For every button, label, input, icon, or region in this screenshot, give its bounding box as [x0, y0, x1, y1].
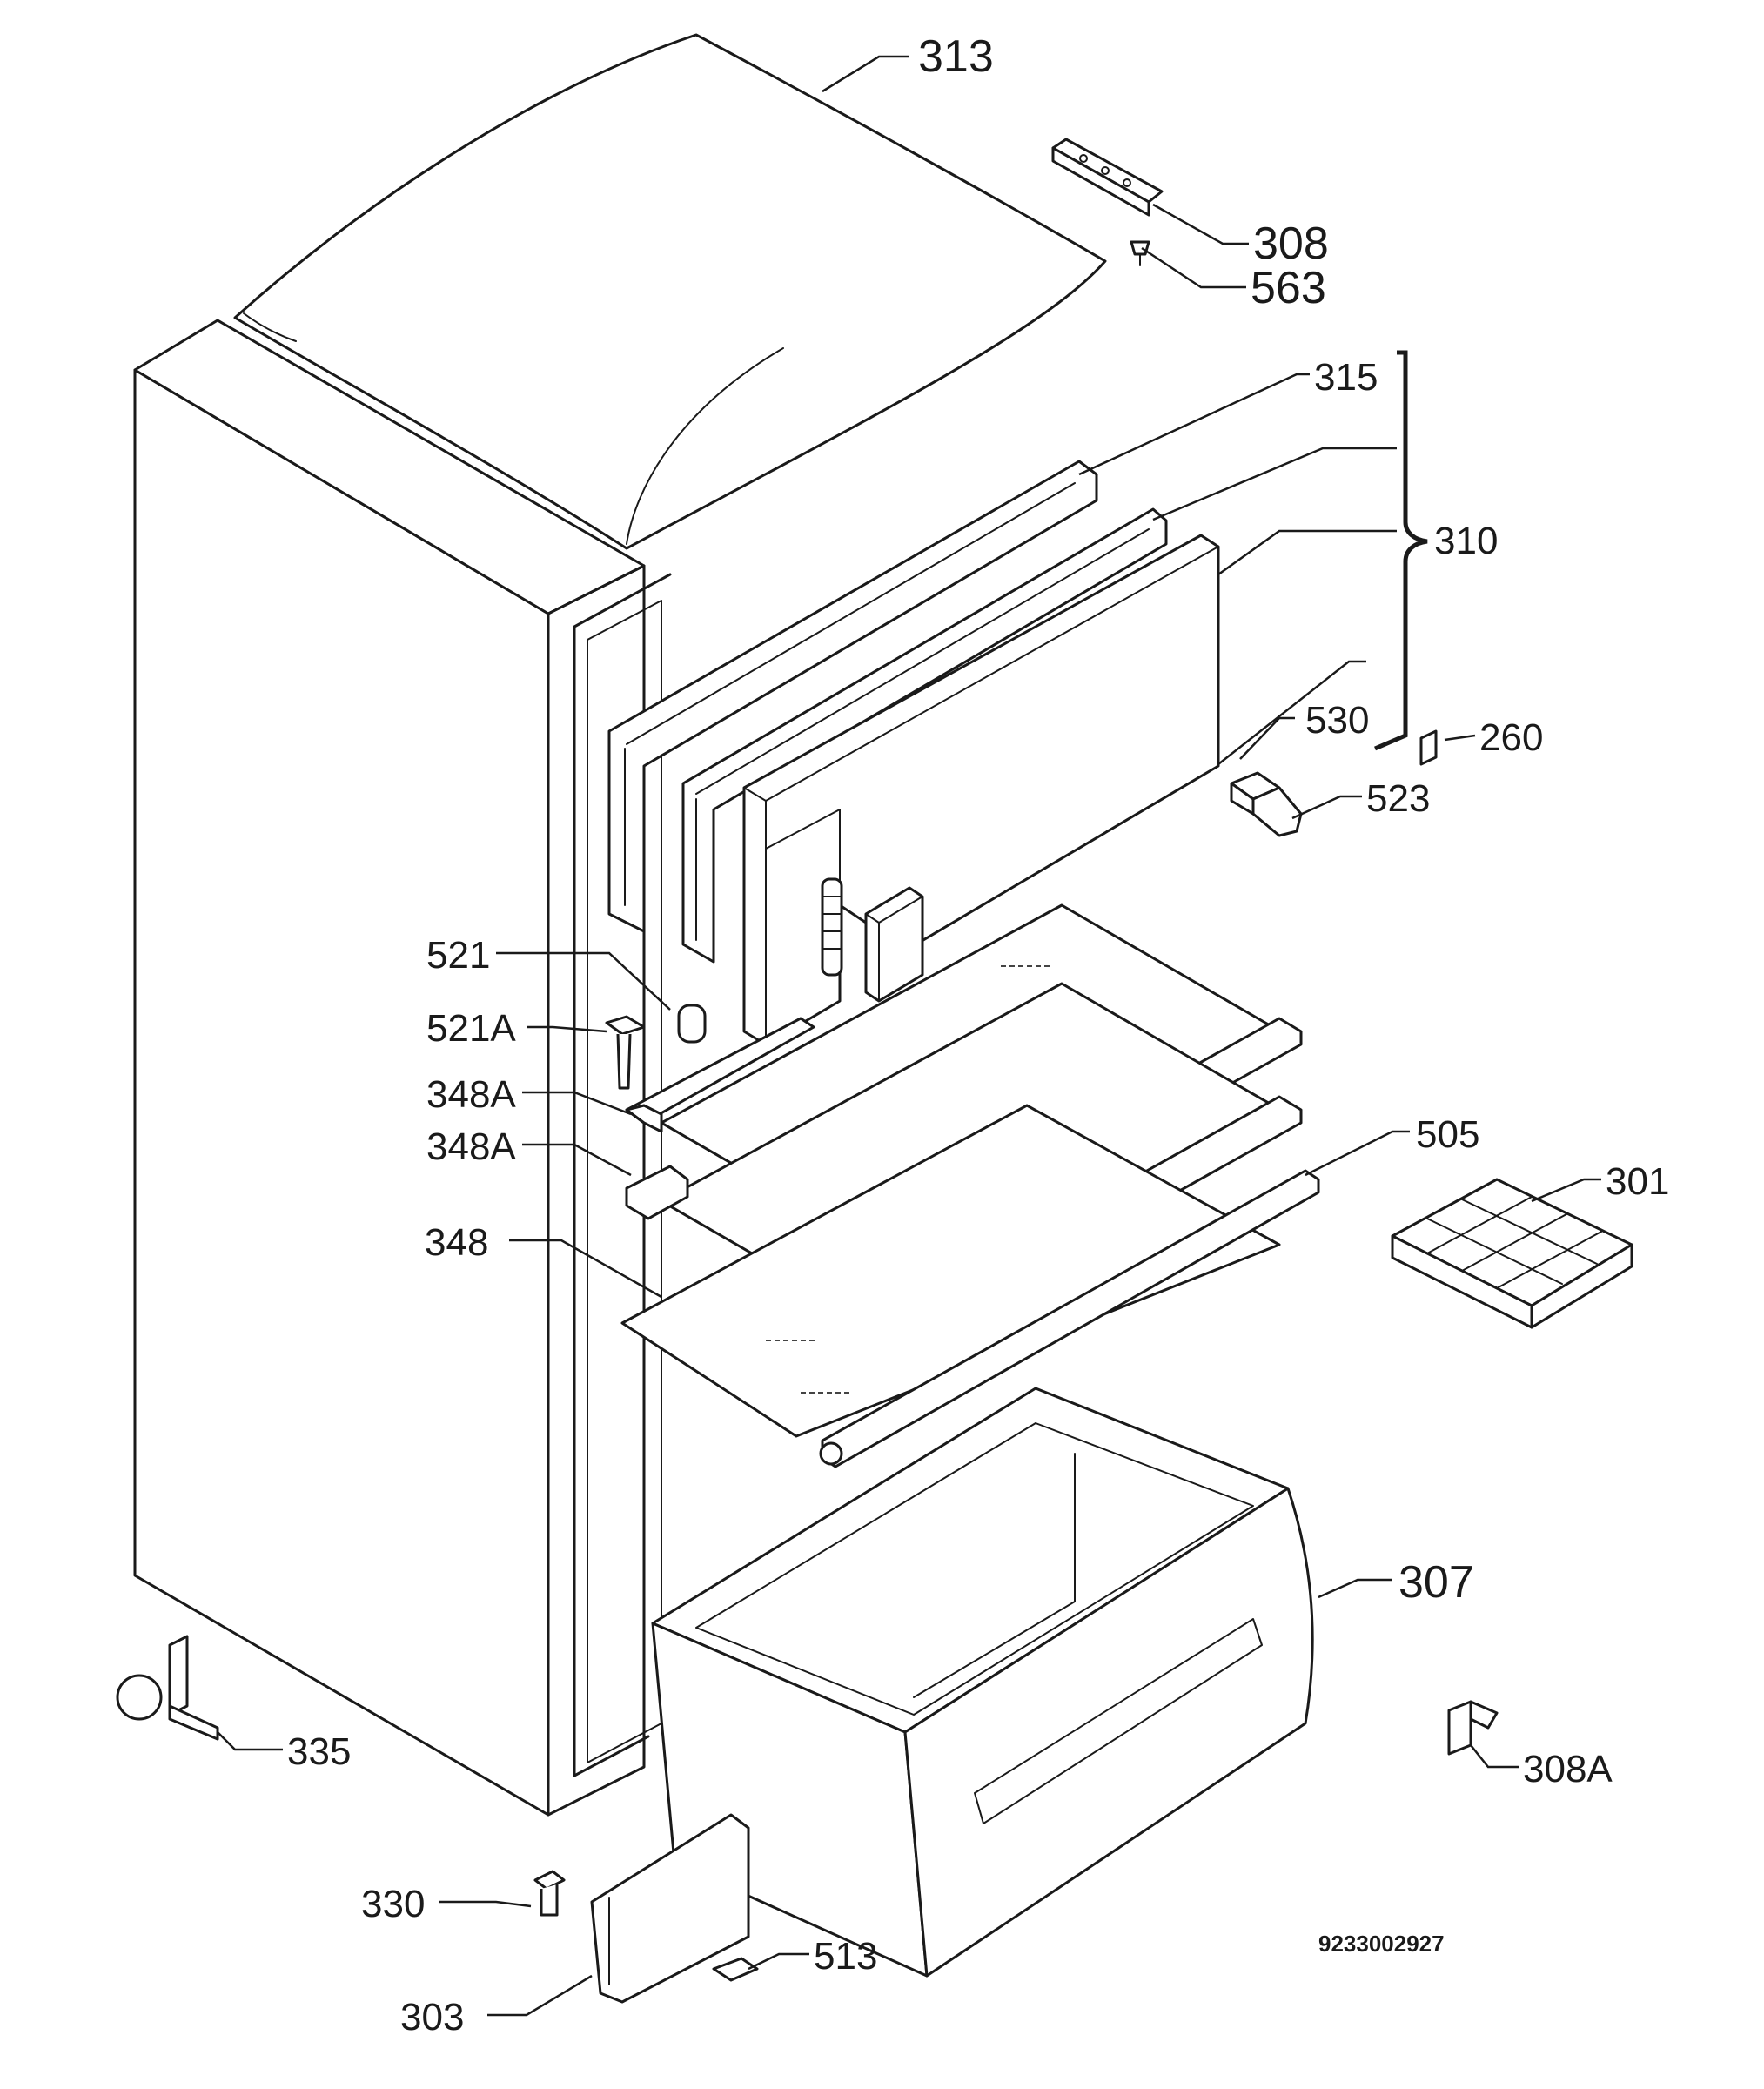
- label-563: 563: [1251, 263, 1326, 313]
- door-handle-530: [864, 886, 924, 1003]
- label-530: 530: [1305, 699, 1369, 742]
- light-cover-521: [677, 1004, 707, 1044]
- hinge-335: [116, 1635, 219, 1741]
- hinge-spring: [821, 877, 843, 977]
- screw-330: [533, 1870, 566, 1917]
- cabinet-body: [133, 319, 672, 1817]
- label-523: 523: [1366, 777, 1430, 820]
- label-308a: 308A: [1523, 1748, 1613, 1790]
- label-513: 513: [814, 1935, 877, 1978]
- label-308: 308: [1253, 218, 1329, 269]
- label-307: 307: [1398, 1557, 1474, 1608]
- top-cover: [233, 33, 1107, 550]
- label-335: 335: [287, 1730, 351, 1773]
- label-313: 313: [918, 31, 994, 82]
- hinge-pin-523: [1230, 771, 1303, 837]
- label-348a-lower: 348A: [426, 1125, 516, 1168]
- label-330: 330: [361, 1883, 425, 1925]
- door-frame-middle: [681, 507, 1168, 964]
- bracket-308a: [1447, 1700, 1499, 1756]
- crisper-drawer: [651, 1387, 1314, 1978]
- shelf-rail-505: [819, 1169, 1320, 1468]
- bracket-308: [1051, 138, 1164, 217]
- shelf-348: [620, 1104, 1281, 1438]
- ice-tray: [1391, 1178, 1633, 1329]
- kick-plate-303: [590, 1813, 750, 2004]
- label-310: 310: [1434, 520, 1498, 562]
- label-315: 315: [1314, 356, 1378, 399]
- door-frame-rear: [607, 460, 1098, 933]
- foot-513: [712, 1957, 759, 1982]
- label-521a: 521A: [426, 1007, 516, 1050]
- label-348a-upper: 348A: [426, 1073, 516, 1116]
- shelf-middle-rail-left: [625, 1165, 689, 1220]
- label-505: 505: [1416, 1113, 1479, 1156]
- clip-260: [1419, 729, 1438, 766]
- assembly-bracket-310: [1374, 350, 1428, 751]
- lamp-holder-521a: [605, 1015, 646, 1090]
- drawing-code: 9233002927: [1318, 1931, 1445, 1957]
- label-260: 260: [1479, 716, 1543, 759]
- shelf-upper-rail-left: [625, 1017, 815, 1133]
- screw-563: [1130, 240, 1150, 266]
- label-348: 348: [425, 1221, 488, 1264]
- label-521: 521: [426, 934, 490, 977]
- leader-lines: [217, 55, 1601, 2017]
- part-labels: 313 308 563 315 310 530 260 523 521 521A…: [287, 31, 1669, 2039]
- label-301: 301: [1606, 1160, 1669, 1203]
- label-303: 303: [400, 1996, 464, 2039]
